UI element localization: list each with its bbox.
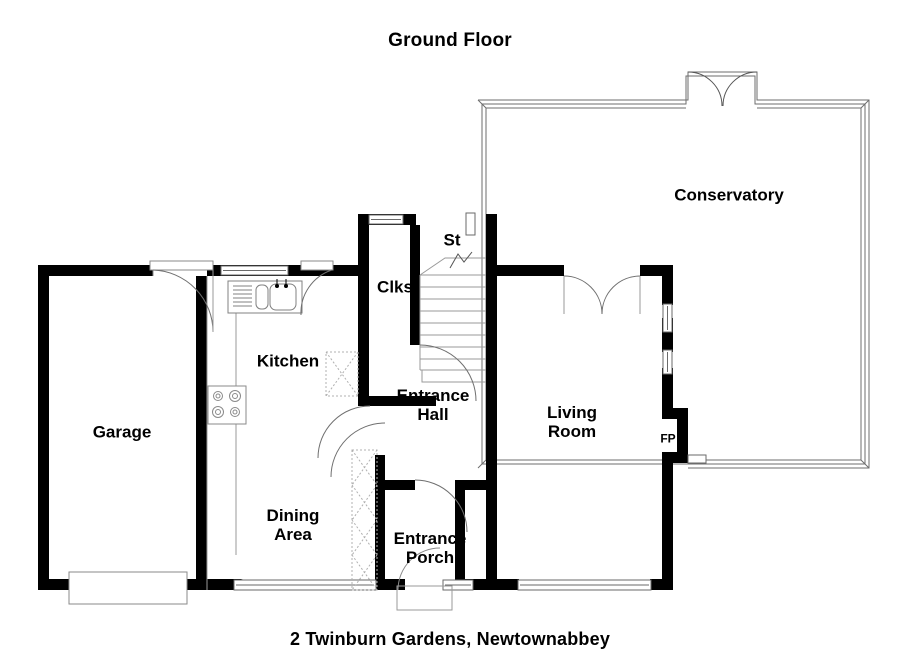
- staircase: [419, 251, 486, 383]
- kitchen-sink-icon: [227, 279, 303, 314]
- windows: [220, 212, 707, 591]
- room-label-clks: Clks: [377, 277, 413, 297]
- room-label-dining-area: Dining Area: [266, 505, 320, 544]
- room-label-fireplace: FP: [660, 431, 676, 446]
- conservatory-double-door: [687, 71, 758, 107]
- garage-door: [68, 571, 188, 605]
- room-label-entrance-porch: Entrance Porch: [393, 528, 467, 567]
- room-label-entrance-hall: Entrance Hall: [396, 385, 470, 424]
- room-label-st: St: [443, 230, 461, 250]
- house-walls: [38, 214, 688, 590]
- room-label-garage: Garage: [92, 422, 152, 442]
- room-label-kitchen: Kitchen: [256, 351, 320, 371]
- door-swings: [149, 260, 641, 611]
- room-label-conservatory: Conservatory: [674, 185, 784, 205]
- page-title: Ground Floor: [388, 30, 512, 51]
- four-ring-hob-icon: [207, 385, 247, 425]
- opening-hatch-symbols: [325, 351, 378, 591]
- room-label-living-room: Living Room: [546, 402, 598, 441]
- plan-caption: 2 Twinburn Gardens, Newtownabbey: [289, 629, 611, 649]
